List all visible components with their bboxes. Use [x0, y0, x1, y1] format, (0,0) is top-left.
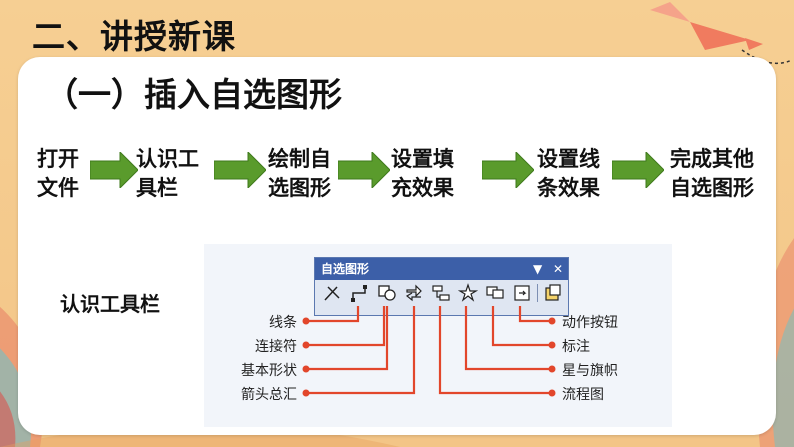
- dashed-trail: [741, 49, 793, 65]
- flowchart-icon[interactable]: [431, 283, 451, 303]
- toolbar-title: 自选图形: [315, 258, 568, 280]
- step-line-effect: 设置线 条效果: [537, 145, 600, 203]
- lines-icon[interactable]: [322, 283, 342, 303]
- step-line: 充效果: [391, 176, 454, 200]
- callout-block-arrows-label: 箭头总汇: [241, 387, 297, 403]
- arrow-right-icon: [90, 152, 138, 188]
- step-line: 认识工: [136, 147, 199, 171]
- callout-callouts-label: 标注: [562, 339, 590, 355]
- arrow-right-icon: [338, 152, 390, 188]
- block-arrows-icon[interactable]: [404, 283, 424, 303]
- section-title: 二、讲授新课: [32, 17, 236, 56]
- toolbar-separator: [537, 284, 538, 302]
- action-buttons-icon[interactable]: [512, 283, 532, 303]
- toolbar-section-label: 认识工具栏: [60, 292, 160, 316]
- callouts-icon[interactable]: [485, 283, 505, 303]
- step-line: 文件: [37, 176, 79, 200]
- callout-flowchart-label: 流程图: [562, 387, 604, 403]
- paper-plane-icon: [650, 2, 750, 50]
- arrow-right-icon: [482, 152, 534, 188]
- more-autoshapes-icon[interactable]: [543, 283, 563, 303]
- step-line: 设置线: [537, 147, 600, 171]
- step-draw-shape: 绘制自 选图形: [268, 145, 331, 203]
- toolbar-close-icon[interactable]: ✕: [553, 262, 564, 276]
- step-line: 选图形: [268, 176, 331, 200]
- callout-connectors-label: 连接符: [255, 339, 297, 355]
- step-line: 设置填: [391, 147, 454, 171]
- step-line: 完成其他: [670, 147, 754, 171]
- step-line: 条效果: [537, 176, 600, 200]
- toolbar-dropdown-icon[interactable]: ▼: [533, 262, 543, 276]
- stars-banners-icon[interactable]: [458, 283, 478, 303]
- basic-shapes-icon[interactable]: [377, 283, 397, 303]
- callout-stars-banners-label: 星与旗帜: [562, 363, 618, 379]
- step-line: 打开: [37, 147, 79, 171]
- callout-basic-shapes-label: 基本形状: [241, 363, 297, 379]
- step-line: 自选图形: [670, 176, 754, 200]
- step-complete-other: 完成其他 自选图形: [670, 145, 754, 203]
- arrow-right-icon: [612, 152, 664, 188]
- step-line: 具栏: [136, 176, 178, 200]
- step-know-toolbar: 认识工 具栏: [136, 145, 199, 203]
- arrow-right-icon: [214, 152, 266, 188]
- callout-lines-label: 线条: [269, 315, 297, 331]
- subsection-title: （一）插入自选图形: [45, 75, 342, 114]
- paper-plane-small-icon: [733, 34, 763, 50]
- connector-icon[interactable]: [350, 283, 370, 303]
- callout-action-buttons-label: 动作按钮: [562, 315, 618, 331]
- step-fill-effect: 设置填 充效果: [391, 145, 454, 203]
- step-line: 绘制自: [268, 147, 331, 171]
- step-open-file: 打开 文件: [37, 145, 79, 203]
